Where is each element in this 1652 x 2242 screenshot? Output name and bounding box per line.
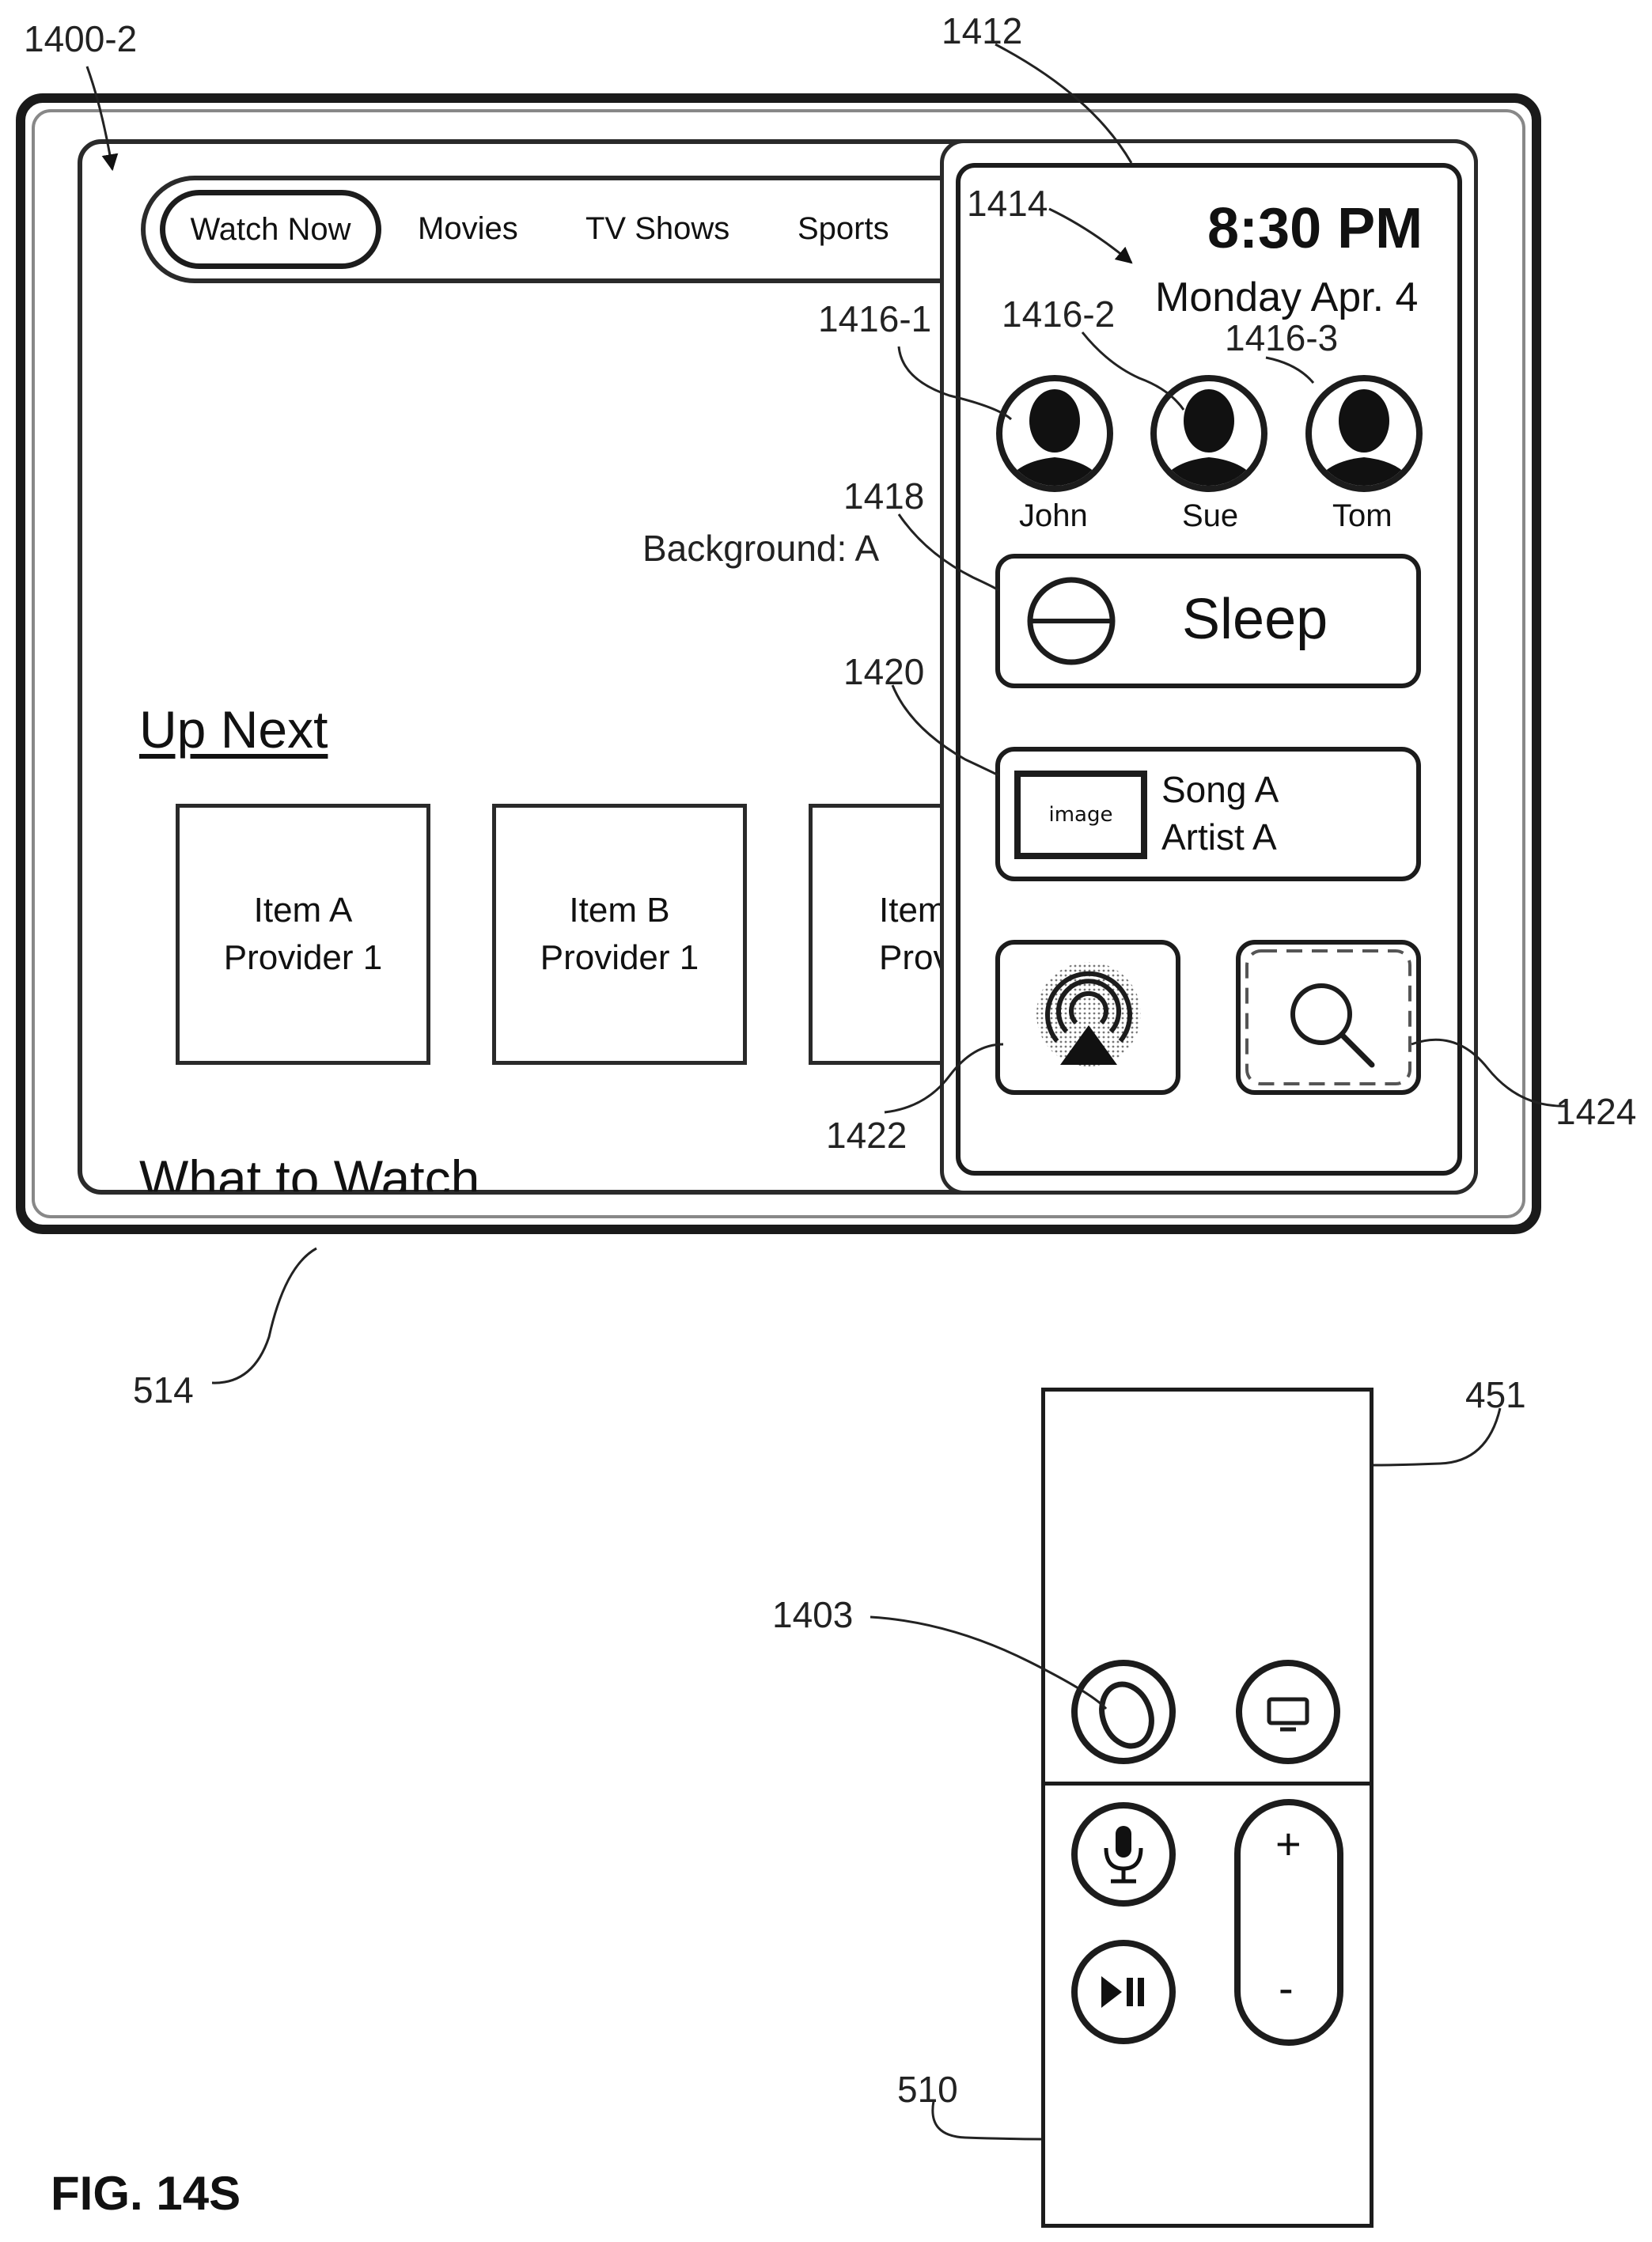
ref-1416-1: 1416-1: [818, 297, 931, 340]
airplay-icon: [1036, 962, 1141, 1066]
ref-1412: 1412: [942, 9, 1022, 52]
ref-1403: 1403: [772, 1593, 853, 1636]
ref-1422: 1422: [826, 1114, 907, 1157]
ref-451: 451: [1465, 1373, 1526, 1416]
volume-down-label: -: [1279, 1962, 1294, 2013]
user-avatar-sue[interactable]: [1154, 378, 1264, 506]
assistant-button[interactable]: [1074, 1663, 1173, 1761]
focus-indicator: [1247, 951, 1410, 1084]
ref-1420: 1420: [843, 650, 924, 693]
ref-1416-2: 1416-2: [1002, 293, 1115, 335]
ref-1400-2: 1400-2: [24, 17, 137, 60]
ref-514: 514: [133, 1369, 194, 1411]
ref-1424: 1424: [1555, 1090, 1636, 1133]
tv-button[interactable]: [1239, 1663, 1337, 1761]
play-pause-button[interactable]: [1074, 1943, 1173, 2041]
microphone-button[interactable]: [1074, 1805, 1173, 1903]
ref-1418: 1418: [843, 475, 924, 517]
search-icon: [1293, 986, 1372, 1065]
user-avatar-john[interactable]: [999, 378, 1110, 506]
ref-1416-3: 1416-3: [1225, 316, 1338, 359]
sleep-icon: [1030, 580, 1112, 662]
volume-up-label: +: [1275, 1818, 1302, 1869]
user-avatar-tom[interactable]: [1309, 378, 1419, 506]
ref-1414: 1414: [967, 182, 1048, 225]
ref-510: 510: [897, 2068, 958, 2111]
